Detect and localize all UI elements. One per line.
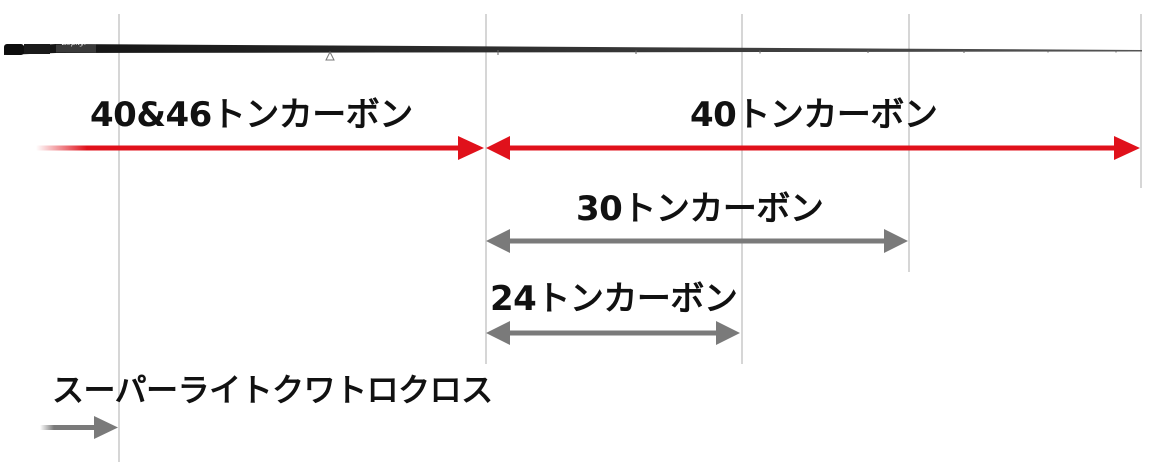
arrow-40-46-ton xyxy=(36,136,484,160)
rod-butt xyxy=(4,44,24,55)
rod-reel-seat xyxy=(56,44,96,53)
label-40-46-ton-carbon: 40&46トンカーボン xyxy=(90,95,413,135)
guide-lines xyxy=(118,14,1142,462)
rod-grip xyxy=(24,44,50,54)
rod-guide-icon xyxy=(325,50,335,61)
rod-blank xyxy=(4,44,1142,55)
rod-brand-text: Zephyr xyxy=(62,39,88,47)
fishing-rod xyxy=(4,44,1142,61)
label-24-ton-carbon: 24トンカーボン xyxy=(490,279,738,319)
label-super-light-quattro-cross: スーパーライトクワトロクロス xyxy=(52,371,493,409)
arrow-super-light-quattro-cross xyxy=(40,416,118,439)
arrow-40-ton xyxy=(486,136,1140,160)
label-30-ton-carbon: 30トンカーボン xyxy=(576,189,824,229)
arrow-30-ton xyxy=(486,229,908,253)
arrow-24-ton xyxy=(486,321,740,345)
label-40-ton-carbon: 40トンカーボン xyxy=(690,95,938,135)
